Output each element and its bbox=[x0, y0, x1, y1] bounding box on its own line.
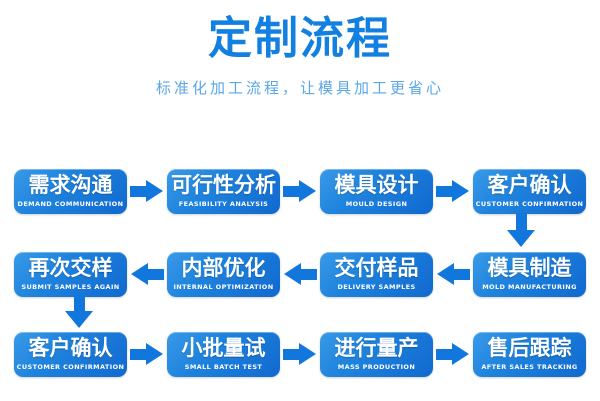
arrow-right-icon bbox=[283, 178, 317, 204]
flow-node-label-cn: 再次交样 bbox=[28, 256, 113, 281]
flow-node-label-cn: 小批量试 bbox=[181, 336, 266, 361]
flow-node-label-cn: 进行量产 bbox=[334, 336, 419, 361]
arrow-down-icon-row2-to-row3 bbox=[65, 294, 93, 328]
flow-node-mass-production[interactable]: 进行量产 MASS PRODUCTION bbox=[320, 331, 433, 377]
flow-node-label-cn: 售后跟踪 bbox=[487, 336, 572, 361]
flow-row-2: 再次交样 SUBMIT SAMPLES AGAIN 内部优化 INTERNAL … bbox=[14, 251, 586, 297]
flow-node-label-en: DELIVERY SAMPLES bbox=[337, 282, 416, 291]
arrow-right-icon bbox=[436, 341, 470, 367]
flow-row-1: 需求沟通 DEMAND COMMUNICATION 可行性分析 FEASIBIL… bbox=[14, 168, 586, 214]
page-title: 定制流程 bbox=[208, 13, 392, 64]
flow-node-delivery-samples[interactable]: 交付样品 DELIVERY SAMPLES bbox=[320, 251, 433, 297]
flow-node-customer-confirmation-1[interactable]: 客户确认 CUSTOMER CONFIRMATION bbox=[473, 168, 586, 214]
flow-node-label-cn: 模具制造 bbox=[487, 256, 572, 281]
arrow-left-icon bbox=[130, 261, 164, 287]
arrow-right-icon bbox=[283, 341, 317, 367]
flow-node-after-sales-tracking[interactable]: 售后跟踪 AFTER SALES TRACKING bbox=[473, 331, 586, 377]
flow-node-mould-design[interactable]: 模具设计 MOULD DESIGN bbox=[320, 168, 433, 214]
flow-node-label-en: AFTER SALES TRACKING bbox=[481, 362, 578, 371]
flow-node-label-cn: 交付样品 bbox=[334, 256, 419, 281]
flow-node-internal-optimization[interactable]: 内部优化 INTERNAL OPTIMIZATION bbox=[167, 251, 280, 297]
arrow-left-icon bbox=[283, 261, 317, 287]
flow-node-label-en: CUSTOMER CONFIRMATION bbox=[475, 199, 584, 208]
flow-node-label-cn: 内部优化 bbox=[181, 256, 266, 281]
flow-node-label-en: MOULD DESIGN bbox=[345, 199, 408, 208]
arrow-right-icon bbox=[436, 178, 470, 204]
flow-node-label-cn: 客户确认 bbox=[487, 173, 572, 198]
flow-node-label-en: MASS PRODUCTION bbox=[337, 362, 416, 371]
flow-node-label-cn: 可行性分析 bbox=[171, 173, 276, 198]
flow-node-label-cn: 模具设计 bbox=[334, 173, 419, 198]
flow-node-label-en: FEASIBILITY ANALYSIS bbox=[178, 199, 269, 208]
page-subtitle: 标准化加工流程，让模具加工更省心 bbox=[155, 78, 444, 97]
flow-node-mold-manufacturing[interactable]: 模具制造 MOLD MANUFACTURING bbox=[473, 251, 586, 297]
flow-node-customer-confirmation-2[interactable]: 客户确认 CUSTOMER CONFIRMATION bbox=[14, 331, 127, 377]
flow-node-submit-samples-again[interactable]: 再次交样 SUBMIT SAMPLES AGAIN bbox=[14, 251, 127, 297]
arrow-right-icon bbox=[130, 178, 164, 204]
flow-node-label-cn: 客户确认 bbox=[28, 336, 113, 361]
header: 定制流程 标准化加工流程，让模具加工更省心 bbox=[0, 0, 600, 98]
arrow-left-icon bbox=[436, 261, 470, 287]
flow-node-label-en: CUSTOMER CONFIRMATION bbox=[16, 362, 125, 371]
flow-node-label-cn: 需求沟通 bbox=[28, 173, 113, 198]
flow-node-label-en: SMALL BATCH TEST bbox=[184, 362, 263, 371]
flow-node-label-en: SUBMIT SAMPLES AGAIN bbox=[21, 282, 120, 291]
flow-node-label-en: DEMAND COMMUNICATION bbox=[17, 199, 124, 208]
flow-row-3: 客户确认 CUSTOMER CONFIRMATION 小批量试 SMALL BA… bbox=[14, 331, 586, 377]
flow-node-label-en: MOLD MANUFACTURING bbox=[482, 282, 577, 291]
flow-node-feasibility-analysis[interactable]: 可行性分析 FEASIBILITY ANALYSIS bbox=[167, 168, 280, 214]
flow-node-demand-communication[interactable]: 需求沟通 DEMAND COMMUNICATION bbox=[14, 168, 127, 214]
flow-node-small-batch-test[interactable]: 小批量试 SMALL BATCH TEST bbox=[167, 331, 280, 377]
arrow-down-icon-row1-to-row2 bbox=[507, 213, 535, 247]
arrow-right-icon bbox=[130, 341, 164, 367]
flow-node-label-en: INTERNAL OPTIMIZATION bbox=[173, 282, 274, 291]
